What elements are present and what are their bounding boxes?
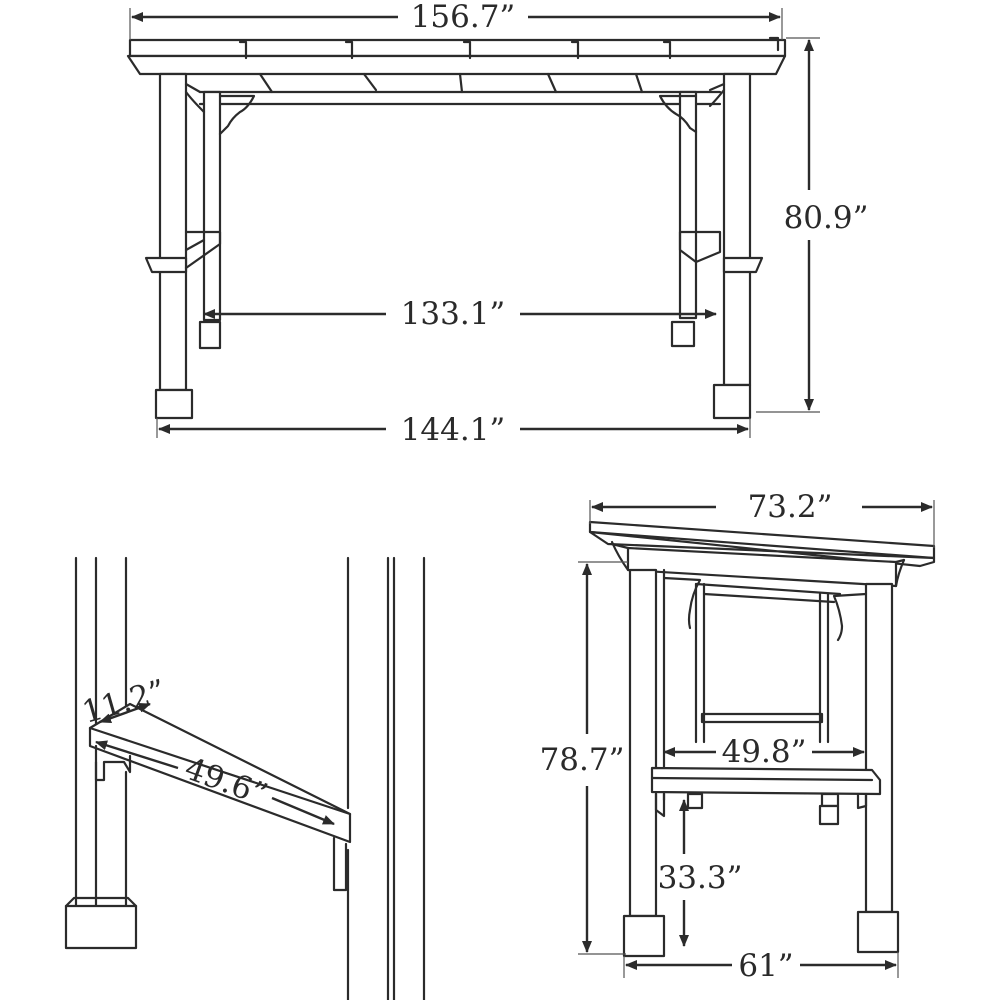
front-width-dimension: 156.7” xyxy=(129,0,783,40)
front-view-drawing xyxy=(126,36,787,420)
side-post-span-label: 61” xyxy=(738,948,793,984)
front-inner-span-label: 133.1” xyxy=(401,296,506,332)
front-height-label: 80.9” xyxy=(784,200,869,236)
front-overall-width-label: 156.7” xyxy=(411,0,516,35)
side-inner-width-dimension: 49.8” xyxy=(663,734,865,770)
front-outer-span-label: 144.1” xyxy=(401,412,506,448)
side-depth-label: 73.2” xyxy=(748,489,833,525)
front-inner-span-dimension: 133.1” xyxy=(203,296,717,332)
front-height-dimension: 80.9” xyxy=(756,37,869,413)
side-bench-height-dimension: 33.3” xyxy=(658,799,743,947)
side-height-label: 78.7” xyxy=(540,742,625,778)
side-post-span-dimension: 61” xyxy=(623,948,899,984)
side-height-dimension: 78.7” xyxy=(540,561,628,955)
side-depth-dimension: 73.2” xyxy=(589,489,935,548)
side-bench-height-label: 33.3” xyxy=(658,860,743,896)
front-outer-span-dimension: 144.1” xyxy=(156,412,751,448)
side-view-drawing xyxy=(588,520,936,958)
side-inner-width-label: 49.8” xyxy=(722,734,807,770)
